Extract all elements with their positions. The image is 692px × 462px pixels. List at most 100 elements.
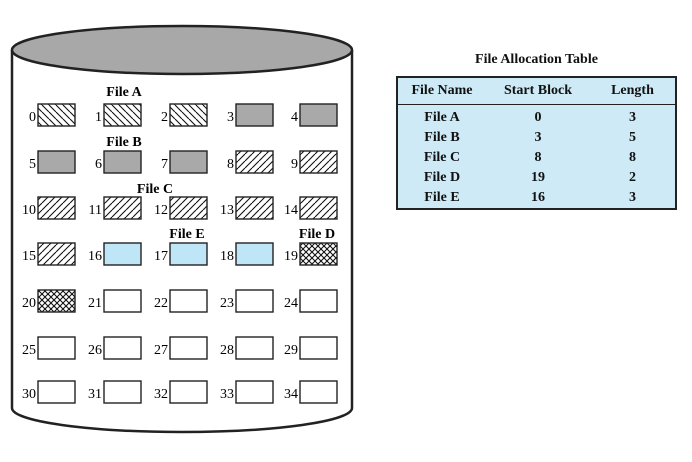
disk-block-30 — [37, 380, 76, 404]
block-number: 1 — [95, 110, 102, 125]
disk-block-22 — [169, 289, 208, 313]
fat-cell-file-name: File B — [424, 130, 460, 145]
disk-block-4 — [299, 103, 338, 127]
fat-header-row: File Name Start Block Length — [398, 78, 675, 105]
block-number: 31 — [88, 387, 102, 402]
block-number: 10 — [22, 203, 36, 218]
block-number: 27 — [154, 343, 168, 358]
file-d-label: File D — [299, 227, 335, 242]
disk-block-34 — [299, 380, 338, 404]
disk-block-12 — [169, 196, 208, 220]
block-number: 11 — [89, 203, 102, 218]
disk-block-20 — [37, 289, 76, 313]
disk-block-1 — [103, 103, 142, 127]
fat-header-start-block: Start Block — [503, 83, 573, 98]
disk-block-3 — [235, 103, 274, 127]
fat-header-file-name: File Name — [411, 83, 473, 98]
block-number: 7 — [161, 157, 168, 172]
fat-cell-start-block: 3 — [534, 130, 542, 145]
fat-cell-length: 2 — [629, 170, 636, 185]
fat-cell-length: 3 — [629, 110, 636, 125]
file-b-label: File B — [106, 135, 141, 150]
block-number: 32 — [154, 387, 168, 402]
block-number: 4 — [291, 110, 298, 125]
disk-block-15 — [37, 242, 76, 266]
fat-cell-length: 5 — [629, 130, 636, 145]
fat-row: File B 3 5 — [398, 128, 675, 148]
block-number: 24 — [284, 296, 298, 311]
fat-row: File D 19 2 — [398, 168, 675, 188]
block-number: 9 — [291, 157, 298, 172]
block-number: 3 — [227, 110, 234, 125]
disk-block-32 — [169, 380, 208, 404]
block-number: 6 — [95, 157, 102, 172]
disk-block-0 — [37, 103, 76, 127]
disk-block-28 — [235, 336, 274, 360]
disk-block-19 — [299, 242, 338, 266]
disk-block-31 — [103, 380, 142, 404]
block-number: 15 — [22, 249, 36, 264]
block-number: 33 — [220, 387, 234, 402]
block-number: 12 — [154, 203, 168, 218]
block-number: 2 — [161, 110, 168, 125]
disk-block-23 — [235, 289, 274, 313]
block-number: 5 — [29, 157, 36, 172]
block-number: 13 — [220, 203, 234, 218]
disk-block-10 — [37, 196, 76, 220]
file-c-label: File C — [137, 182, 173, 197]
fat-row: File C 8 8 — [398, 148, 675, 168]
block-number: 28 — [220, 343, 234, 358]
disk-block-16 — [103, 242, 142, 266]
disk-block-27 — [169, 336, 208, 360]
block-number: 16 — [88, 249, 102, 264]
disk-block-18 — [235, 242, 274, 266]
block-number: 18 — [220, 249, 234, 264]
disk-block-14 — [299, 196, 338, 220]
disk-block-5 — [37, 150, 76, 174]
block-number: 30 — [22, 387, 36, 402]
fat-cell-file-name: File C — [423, 150, 461, 165]
block-number: 34 — [284, 387, 298, 402]
disk-block-2 — [169, 103, 208, 127]
disk-block-21 — [103, 289, 142, 313]
disk-block-17 — [169, 242, 208, 266]
disk-block-26 — [103, 336, 142, 360]
fat-cell-length: 8 — [629, 150, 636, 165]
disk-cylinder-top — [10, 24, 354, 76]
disk-block-13 — [235, 196, 274, 220]
block-number: 20 — [22, 296, 36, 311]
file-allocation-table: File Name Start Block Length File A 0 3 … — [396, 76, 677, 210]
block-number: 29 — [284, 343, 298, 358]
disk-block-9 — [299, 150, 338, 174]
block-number: 17 — [154, 249, 168, 264]
disk-block-33 — [235, 380, 274, 404]
disk-block-25 — [37, 336, 76, 360]
block-number: 0 — [29, 110, 36, 125]
block-number: 8 — [227, 157, 234, 172]
fat-title: File Allocation Table — [475, 52, 598, 67]
fat-cell-file-name: File A — [424, 110, 460, 125]
file-a-label: File A — [106, 85, 142, 100]
fat-cell-file-name: File E — [424, 190, 460, 205]
file-e-label: File E — [169, 227, 204, 242]
disk-block-24 — [299, 289, 338, 313]
fat-cell-length: 3 — [629, 190, 636, 205]
block-number: 23 — [220, 296, 234, 311]
block-number: 25 — [22, 343, 36, 358]
fat-cell-start-block: 19 — [531, 170, 545, 185]
block-number: 22 — [154, 296, 168, 311]
disk-block-7 — [169, 150, 208, 174]
block-number: 26 — [88, 343, 102, 358]
disk-block-6 — [103, 150, 142, 174]
fat-cell-start-block: 0 — [534, 110, 542, 125]
fat-header-length: Length — [611, 83, 654, 98]
fat-cell-file-name: File D — [423, 170, 461, 185]
block-number: 19 — [284, 249, 298, 264]
fat-cell-start-block: 8 — [534, 150, 542, 165]
fat-row: File A 0 3 — [398, 108, 675, 128]
block-number: 21 — [88, 296, 102, 311]
disk-block-11 — [103, 196, 142, 220]
fat-row: File E 16 3 — [398, 188, 675, 208]
